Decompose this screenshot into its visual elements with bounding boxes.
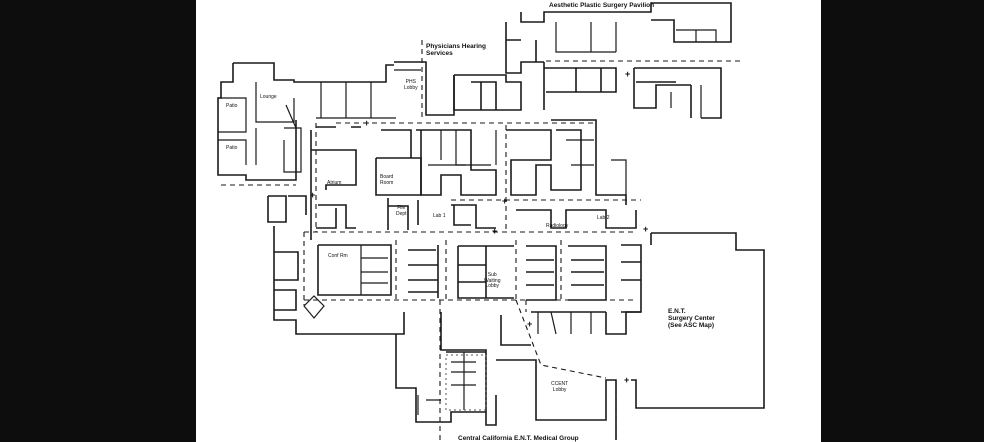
floor-plan-sheet: Aesthetic Plastic Surgery Pavilion Physi… — [196, 0, 821, 442]
entrance-marker: + — [310, 190, 316, 200]
floor-plan-drawing — [217, 2, 765, 440]
entrance-marker: + — [624, 375, 630, 385]
entrance-marker: + — [527, 319, 533, 329]
label-central-california-ent-medical-group: Central California E.N.T. Medical Group — [458, 435, 579, 442]
label-phs-lobby: PHS Lobby — [404, 79, 418, 91]
label-sub-waiting-lobby: Sub Waiting Lobby — [484, 272, 501, 290]
label-conf-rm: Conf Rm — [328, 253, 348, 259]
entrance-marker: + — [643, 224, 649, 234]
label-atrium: Atrium — [327, 180, 342, 186]
label-aesthetic-plastic-surgery-pavilion: Aesthetic Plastic Surgery Pavilion — [549, 2, 655, 9]
label-patio-upper: Patio — [226, 103, 238, 109]
label-lab-1: Lab 1 — [433, 213, 446, 219]
label-patio-lower: Patio — [226, 145, 238, 151]
label-board-room: Board Room — [380, 174, 394, 186]
entrance-marker: + — [625, 69, 631, 79]
entrance-marker: + — [492, 226, 498, 236]
entrance-marker: + — [502, 196, 508, 206]
label-physicians-hearing-services: Physicians Hearing Services — [426, 43, 486, 57]
label-lounge: Lounge — [260, 94, 277, 100]
label-radiology: Radiology — [546, 223, 569, 229]
label-ent-surgery-center: E.N.T. Surgery Center (See ASC Map) — [668, 308, 715, 329]
label-ccent-lobby: CCENT Lobby — [551, 381, 569, 393]
entrance-marker: + — [364, 118, 370, 128]
label-file-dept: File Dept — [396, 205, 407, 217]
label-lab-2: Lab 2 — [597, 215, 610, 221]
